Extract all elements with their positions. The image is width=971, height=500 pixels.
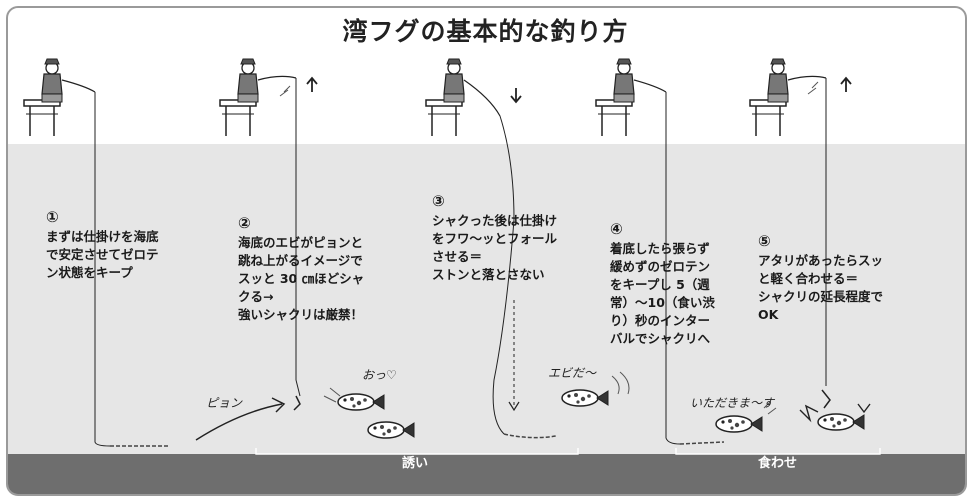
step-line: をフワ〜ッとフォール [432, 231, 558, 246]
step-line: させる＝ [432, 249, 483, 264]
step-line: OK [758, 307, 779, 322]
step-number: ③ [432, 192, 445, 210]
page-title: 湾フグの基本的な釣り方 [342, 17, 629, 46]
step-line: 海底のエビがピョンと [238, 235, 364, 250]
step-number: ⑤ [758, 232, 771, 250]
step-line: アタリがあったらスッ [758, 253, 884, 268]
seabed-band [8, 454, 965, 494]
step-line: バルでシャクリへ [610, 331, 711, 346]
annotation-itadaki: いただきま〜す [690, 396, 775, 410]
step-line: 緩めずのゼロテン [610, 259, 711, 274]
step-line: スッと 30 ㎝ほどシャ [238, 271, 365, 286]
step-line: 強いシャクリは厳禁！ [238, 307, 364, 322]
annotation-ott: おっ♡ [362, 368, 397, 382]
diagram-frame [6, 6, 967, 496]
step-line: と軽く合わせる＝ [758, 271, 859, 286]
step-line: クる→ [238, 289, 274, 304]
step-3-text: ③ シャクった後は仕掛け をフワ〜ッとフォール させる＝ ストンと落とさない [432, 192, 557, 284]
step-number: ④ [610, 220, 623, 238]
step-line: り）秒のインター [610, 313, 711, 328]
step-5-text: ⑤ アタリがあったらスッ と軽く合わせる＝ シャクリの延長程度で OK [758, 232, 883, 324]
step-line: シャクった後は仕掛け [432, 213, 558, 228]
step-line: シャクリの延長程度で [758, 289, 884, 304]
step-line: ストンと落とさない [432, 267, 545, 282]
step-line: 跳ね上がるイメージで [238, 253, 363, 268]
step-line: で安定させてゼロテ [46, 247, 159, 262]
step-2-text: ② 海底のエビがピョンと 跳ね上がるイメージで スッと 30 ㎝ほどシャ クる→… [238, 214, 364, 324]
step-line: 常）〜10（食い渋 [610, 295, 715, 310]
step-line: 着底したら張らず [610, 241, 710, 256]
step-line: まずは仕掛けを海底 [46, 229, 159, 244]
step-number: ② [238, 214, 251, 232]
phase-lure-label: 誘い [402, 456, 429, 471]
annotation-ebi: エビだ〜 [548, 366, 597, 380]
phase-bite-label: 食わせ [758, 456, 798, 471]
step-4-text: ④ 着底したら張らず 緩めずのゼロテン をキープし 5（週 常）〜10（食い渋 … [610, 220, 715, 348]
step-line: ン状態をキープ [46, 265, 133, 280]
annotation-pyon: ピョン [206, 396, 243, 410]
water-area [8, 144, 965, 454]
step-1-text: ① まずは仕掛けを海底 で安定させてゼロテ ン状態をキープ [46, 208, 159, 282]
step-line: をキープし 5（週 [610, 277, 710, 292]
step-number: ① [46, 208, 59, 226]
